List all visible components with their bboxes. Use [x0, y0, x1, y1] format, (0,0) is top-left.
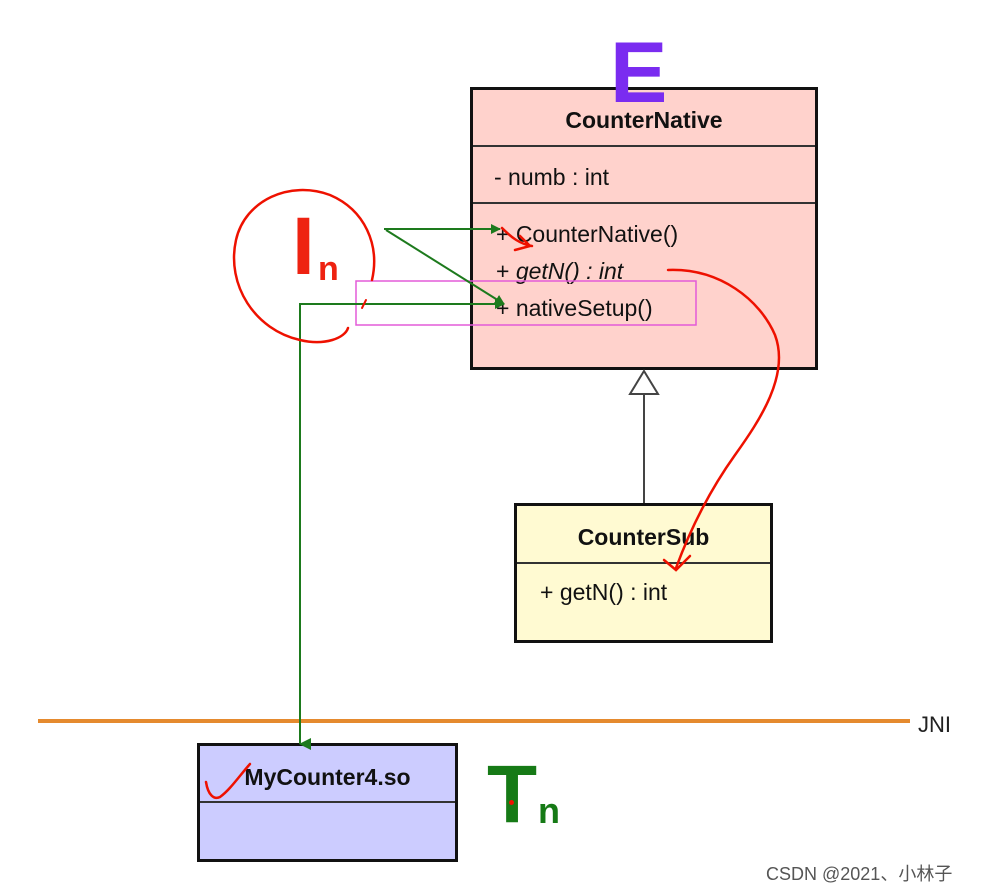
green-connector-library	[299, 303, 504, 744]
class-counter-native-op-native-setup: + nativeSetup()	[496, 295, 653, 321]
class-counter-sub-op-getn: + getN() : int	[540, 579, 668, 605]
big-letter-i-subscript: n	[318, 250, 339, 288]
class-counter-native-attribute: - numb : int	[494, 164, 610, 190]
native-library-box: MyCounter4.so	[197, 743, 458, 862]
red-ink-curl	[500, 226, 534, 252]
red-ink-curve-getn	[666, 268, 781, 570]
green-arrow-native-setup-diagonal	[385, 229, 505, 305]
class-counter-native-divider-1	[473, 145, 815, 147]
red-ink-tick	[361, 299, 367, 309]
native-library-divider	[200, 801, 455, 803]
class-counter-sub-divider	[517, 562, 770, 564]
class-counter-native-divider-2	[473, 202, 815, 204]
big-letter-e: E	[610, 25, 668, 121]
big-letter-t-subscript: n	[538, 790, 560, 831]
op-getn-signature: getN() : int	[515, 258, 624, 284]
red-ink-circle	[232, 188, 376, 344]
red-ink-arrowhead-getn	[662, 554, 692, 572]
class-counter-native-title: CounterNative	[565, 107, 723, 133]
op-getn-visibility: +	[496, 258, 510, 284]
red-ink-check	[204, 762, 252, 799]
class-counter-native: CounterNative - numb : int + CounterNati…	[470, 87, 818, 370]
big-letter-i: I	[292, 201, 315, 292]
class-counter-native-op-getn: + getN() : int	[496, 258, 623, 285]
watermark: CSDN @2021、小林子	[766, 864, 953, 884]
big-letter-t: T	[487, 749, 538, 840]
class-counter-sub: CounterSub + getN() : int	[514, 503, 773, 643]
red-ink-dot	[509, 800, 514, 805]
jni-label: JNI	[918, 712, 951, 737]
native-library-title: MyCounter4.so	[244, 764, 411, 790]
inheritance-arrowhead	[628, 369, 660, 395]
